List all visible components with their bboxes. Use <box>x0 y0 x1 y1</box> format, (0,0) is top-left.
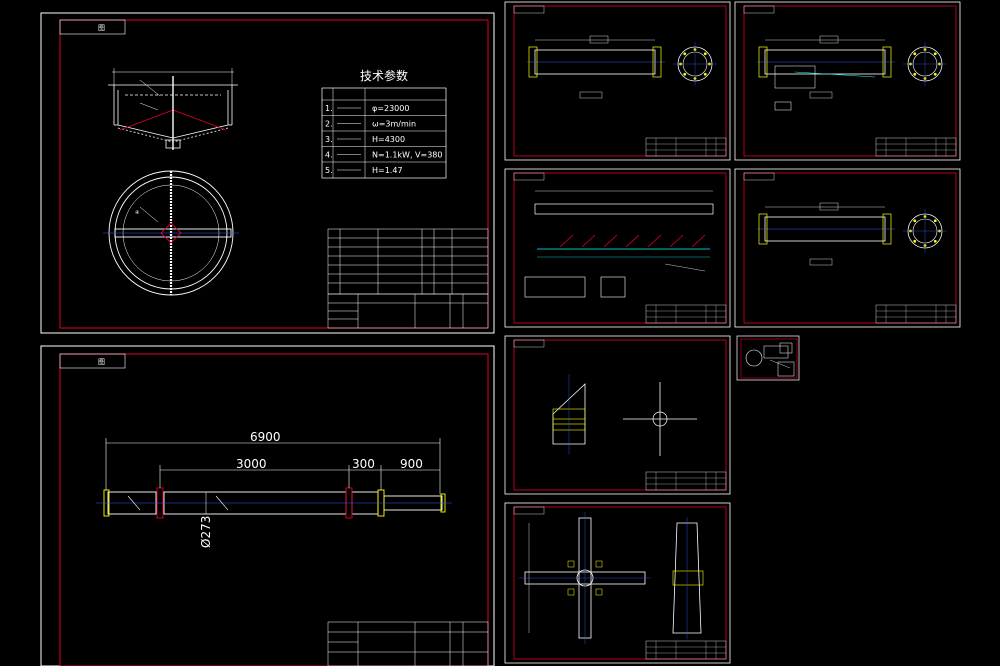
thumbnail-sheet <box>736 335 800 381</box>
param-no: 5. <box>325 166 333 175</box>
title-block-1 <box>327 293 489 329</box>
param-no: 2. <box>325 120 333 129</box>
dim-segment-c: 900 <box>400 457 423 471</box>
detail-sheets <box>504 1 961 664</box>
param-value: H=1.47 <box>372 166 403 175</box>
detail-sheet <box>734 1 961 161</box>
parts-list <box>327 228 489 295</box>
tank-section-view <box>108 68 238 150</box>
param-value: ω=3m/min <box>372 120 416 129</box>
dim-segment-b: 300 <box>352 457 375 471</box>
sheet-shaft: 图 6900 3000 300 900 Ø273 <box>40 345 495 666</box>
detail-sheet <box>734 168 961 328</box>
dim-diameter: Ø273 <box>199 516 213 548</box>
svg-text:图: 图 <box>98 358 105 366</box>
param-no: 1. <box>325 104 333 113</box>
tech-params-table: 技术参数 1. φ=23000 2. ω=3m/min 3. H=4300 4. N=1.1k… <box>321 68 447 179</box>
detail-sheet <box>504 168 731 328</box>
param-no: 4. <box>325 151 333 160</box>
tank-plan-view: ④ <box>103 170 239 296</box>
param-no: 3. <box>325 135 333 144</box>
shaft-dimensions <box>105 438 441 494</box>
svg-text:④: ④ <box>135 210 140 216</box>
param-value: φ=23000 <box>372 104 409 113</box>
sheet-assembly: 图 <box>40 12 495 334</box>
tech-params-rows: 1. φ=23000 2. ω=3m/min 3. H=4300 4. N=1.1kW, V=… <box>325 104 442 175</box>
detail-sheet <box>504 1 731 161</box>
tech-params-title: 技术参数 <box>360 68 408 83</box>
param-value: H=4300 <box>372 135 405 144</box>
detail-sheet <box>504 502 731 664</box>
title-block-2 <box>327 621 489 666</box>
dim-total-length: 6900 <box>250 430 281 444</box>
shaft-drawing <box>96 487 452 519</box>
svg-text:图: 图 <box>98 24 105 32</box>
dim-segment-a: 3000 <box>236 457 267 471</box>
detail-sheet <box>504 335 731 495</box>
param-value: N=1.1kW, V=380 <box>372 151 442 160</box>
